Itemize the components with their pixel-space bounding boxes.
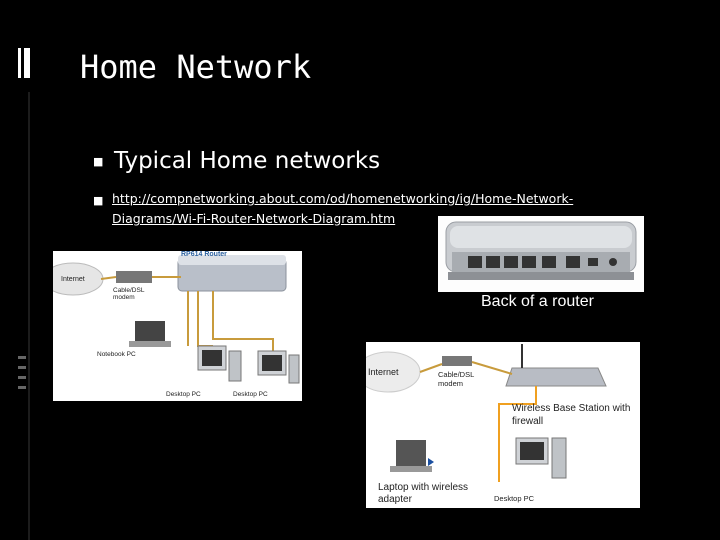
router-photo — [438, 216, 644, 292]
router-photo-caption: Back of a router — [481, 293, 594, 310]
modem-label: Cable/DSL modem — [438, 370, 474, 388]
bullet-text: Typical Home networks — [114, 148, 381, 174]
bullet-icon: ■ — [93, 194, 104, 207]
base-station-label: Wireless Base Station with firewall — [512, 403, 631, 427]
network-diagram-right: Internet Cable/DSL modem Wireless Base S… — [366, 342, 640, 508]
bullet-icon: ■ — [93, 155, 104, 168]
laptop-label: Laptop with wireless adapter — [378, 482, 469, 505]
internet-label: Internet — [61, 276, 85, 283]
modem-label: Cable/DSL modem — [113, 287, 145, 301]
desktop-label: Desktop PC — [233, 391, 268, 398]
network-diagram-left: Internet RP614 Router Cable/DSL modem No… — [53, 251, 302, 401]
left-accent-bar — [18, 48, 21, 78]
notebook-label: Notebook PC — [97, 351, 136, 358]
left-accent-bar — [24, 48, 30, 78]
slide-title: Home Network — [80, 48, 312, 86]
left-divider-line — [28, 92, 30, 540]
reference-link[interactable]: http://compnetworking.about.com/od/homen… — [112, 191, 574, 226]
left-tick-marks — [18, 356, 26, 396]
desktop-label: Desktop PC — [494, 494, 535, 503]
desktop-label: Desktop PC — [166, 391, 201, 398]
router-label: RP614 Router — [181, 251, 227, 258]
internet-label: Internet — [368, 367, 399, 377]
